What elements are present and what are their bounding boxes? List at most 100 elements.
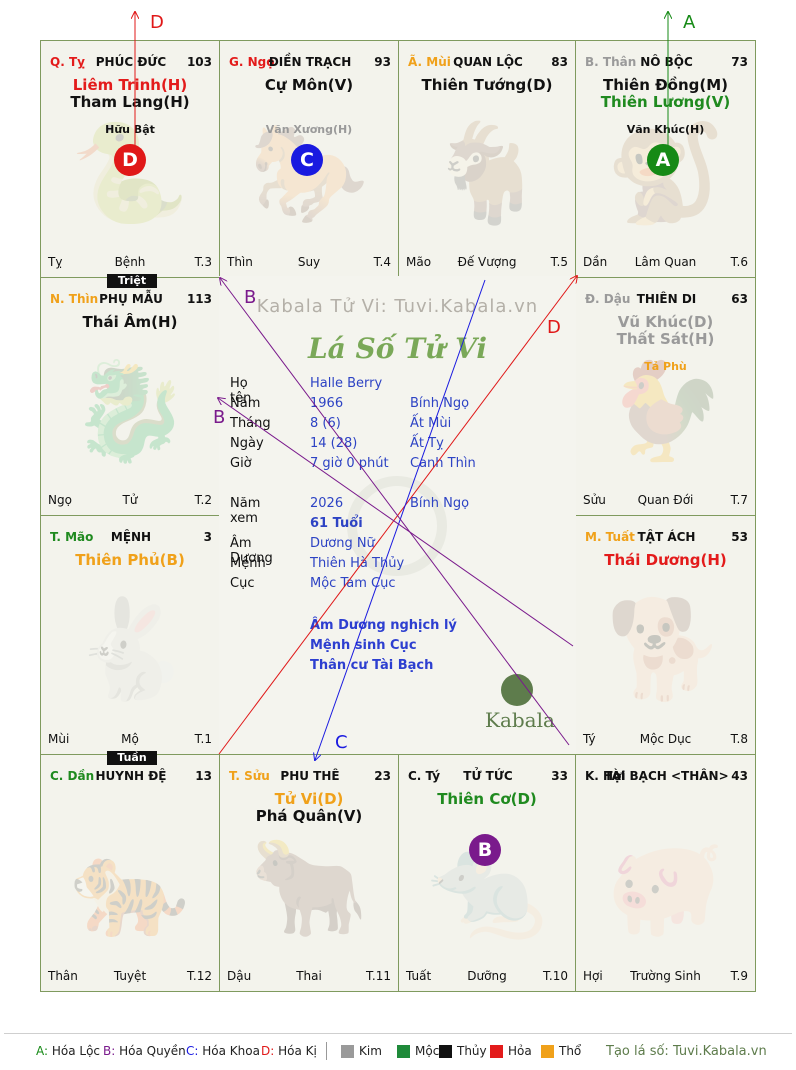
palace-stage: Đế Vượng (457, 255, 517, 269)
hoa-ki-badge: D (114, 144, 146, 176)
palace-stage: Thai (296, 969, 322, 983)
palace-age: T.7 (730, 493, 748, 507)
hoa-loc-badge: A (647, 144, 679, 176)
star-name: Thiên Đồng(M) (602, 76, 729, 94)
major-stars: Thái Âm(H) (41, 314, 219, 331)
minor-star: Văn Khúc(H) (626, 123, 705, 136)
line-label-b2: B (213, 407, 226, 428)
legend-label: Hóa Khoa (198, 1044, 260, 1058)
legend-item: D: Hóa Kị (261, 1044, 317, 1058)
palace-branch: Tuất (406, 969, 432, 983)
info-value: Halle Berry (310, 376, 383, 391)
info-value: Thiên Hà Thủy (310, 556, 405, 571)
info-label: Năm xem (230, 496, 261, 526)
palace-number: 73 (731, 55, 748, 69)
legend-item: A: Hóa Lộc (36, 1044, 100, 1058)
line-label-c: C (335, 732, 348, 753)
legend-key: B: (103, 1044, 116, 1058)
palace-age: T.2 (194, 493, 212, 507)
palace-number: 53 (731, 530, 748, 544)
palace-stage: Suy (297, 255, 321, 269)
tuan-tag: Tuần (107, 751, 157, 765)
palace-branch: Dần (583, 255, 608, 269)
zodiac-watermark-icon: 🐇 (70, 593, 190, 706)
palace-stage: Bệnh (114, 255, 146, 269)
palace-number: 83 (551, 55, 568, 69)
palace-can: N. Thìn (50, 292, 99, 306)
info-value: 7 giờ 0 phút (310, 456, 389, 471)
palace-age: T.9 (730, 969, 748, 983)
palace-number: 13 (195, 769, 212, 783)
info-label: Ngày (230, 436, 264, 451)
legend-item: C: Hóa Khoa (186, 1044, 260, 1058)
element-label: Mộc (415, 1044, 440, 1058)
info-value: 1966 (310, 396, 344, 411)
star-name: Cự Môn(V) (264, 76, 354, 94)
palace-age: T.5 (550, 255, 568, 269)
palace-name: QUAN LỘC (453, 55, 523, 69)
chart-title: Lá Số Tử Vi (307, 332, 488, 365)
palace-number: 103 (186, 55, 212, 69)
credit-link[interactable]: Tạo lá số: Tuvi.Kabala.vn (606, 1044, 767, 1059)
palace-stage: Tuyệt (113, 969, 147, 983)
palace-name: PHÚC ĐỨC (95, 55, 167, 69)
major-stars: Thiên Phủ(B) (41, 552, 219, 569)
legend-key: A: (36, 1044, 49, 1058)
star-name: Thiên Tướng(D) (421, 76, 553, 94)
info-value: 61 Tuổi (310, 516, 363, 531)
element-label: Thổ (559, 1044, 582, 1058)
legend-item: B: Hóa Quyền (103, 1044, 186, 1058)
palace-age: T.3 (194, 255, 212, 269)
note-am-duong: Âm Dương nghịch lý (310, 618, 457, 633)
major-stars: Thiên Đồng(M)Thiên Lương(V) (576, 77, 755, 111)
major-stars: Cự Môn(V) (220, 77, 398, 94)
kabala-logo-icon (501, 674, 533, 706)
palace-age: T.10 (543, 969, 568, 983)
info-value: Mộc Tam Cục (310, 576, 396, 591)
palace-age: T.8 (730, 732, 748, 746)
palace-age: T.12 (187, 969, 212, 983)
major-stars: Liêm Trinh(H)Tham Lang(H) (41, 77, 219, 111)
element-swatch (490, 1045, 503, 1058)
palace-can: T. Sửu (229, 769, 270, 783)
minor-star: Văn Xương(H) (265, 123, 353, 136)
palace-can: Đ. Dậu (585, 292, 631, 306)
palace-stage: Mộ (121, 732, 139, 746)
note-menh-cuc: Mệnh sinh Cục (310, 638, 417, 653)
palace-stage: Tử (122, 493, 138, 507)
palace-branch: Hợi (583, 969, 603, 983)
line-label-b1: B (244, 287, 257, 308)
info-value: 2026 (310, 496, 344, 511)
center-info-panel: Kabala Tử Vi: Tuvi.Kabala.vn Lá Số Tử Vi… (219, 276, 576, 754)
info-value: Dương Nữ (310, 536, 375, 551)
zodiac-watermark-icon: 🐉 (70, 354, 190, 467)
note-than-cu: Thân cư Tài Bạch (310, 658, 434, 673)
minor-star: Hữu Bật (105, 123, 155, 136)
palace-branch: Tỵ (48, 255, 63, 269)
palace-name: PHU THÊ (280, 769, 340, 783)
palace-branch: Mão (406, 255, 432, 269)
palace-name: TÀI BẠCH <THÂN> (604, 769, 729, 783)
info-value-can-chi: Ất Mùi (410, 416, 452, 431)
palace-name: NÔ BỘC (640, 55, 693, 69)
palace-number: 3 (203, 530, 212, 544)
legend-key: C: (186, 1044, 199, 1058)
element-swatch (541, 1045, 554, 1058)
palace-can: G. Ngọ (229, 55, 275, 69)
palace-branch: Thân (48, 969, 78, 983)
info-value-can-chi: Bính Ngọ (410, 396, 470, 411)
zodiac-watermark-icon: 🐐 (427, 117, 547, 230)
watermark-text: Kabala Tử Vi: Tuvi.Kabala.vn (256, 296, 539, 317)
info-value: 14 (28) (310, 436, 358, 451)
star-name: Thái Âm(H) (82, 313, 178, 331)
palace-can: C. Tý (408, 769, 441, 783)
